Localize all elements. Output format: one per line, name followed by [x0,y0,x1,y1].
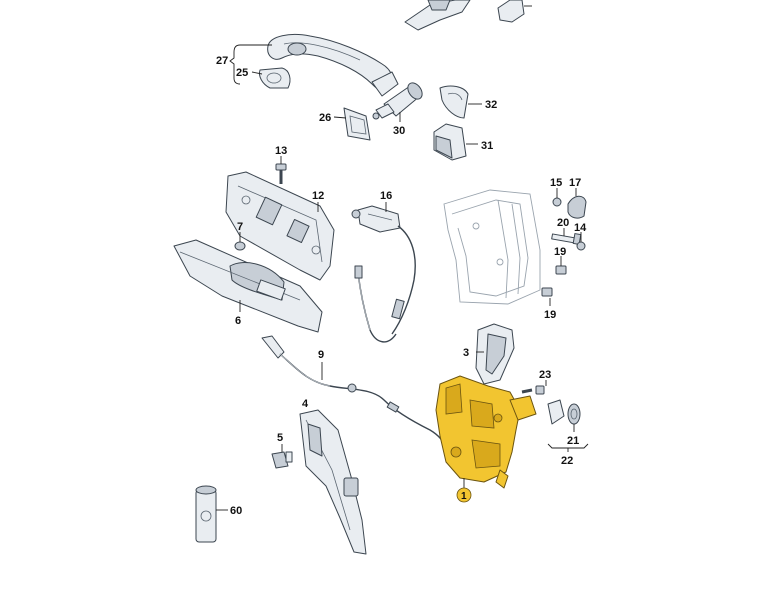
interior-handle-part [173,239,323,333]
callout-1: 1 [456,478,472,503]
callout-60: 60 [230,505,242,517]
callout-label-16: 16 [380,190,392,202]
callout-13: 13 [275,145,287,157]
callout-label-6: 6 [235,315,241,327]
top-partial-part-left [404,0,471,31]
callout-label-25: 25 [236,67,248,79]
screw-23-part [521,380,547,395]
callout-label-15: 15 [550,177,562,189]
striker-cover-part [567,188,587,219]
exterior-door-handle-part [267,33,399,97]
handle-carrier-part [225,171,335,281]
callout-4: 4 [302,398,309,410]
release-cable-16 [354,225,416,343]
callout-21: 21 [567,424,579,447]
callout-27: 27 [216,44,272,85]
callout-17: 17 [569,177,581,189]
top-partial-part-right [497,0,532,23]
callout-label-5: 5 [277,432,283,444]
callout-32: 32 [468,99,497,111]
callout-23: 23 [539,369,551,381]
callout-22: 22 [547,443,589,467]
bowden-cable-9 [261,335,447,449]
callout-label-3: 3 [463,347,469,359]
callout-16: 16 [380,190,392,212]
clip-5-part [271,444,293,469]
callout-label-26: 26 [319,112,331,124]
callout-6: 6 [235,300,241,327]
callout-26: 26 [319,112,347,124]
seal-part [547,399,581,425]
callout-label-13: 13 [275,145,287,157]
callout-31: 31 [466,140,493,152]
callout-label-17: 17 [569,177,581,189]
lock-cover-panel-part [299,409,367,555]
bolt-19-lower [541,287,553,306]
callout-label-20: 20 [557,217,569,229]
callout-9: 9 [318,349,324,380]
washer-14-part [576,232,586,251]
callout-5: 5 [277,432,283,444]
callout-19-upper: 19 [554,246,566,258]
callout-12: 12 [312,190,324,212]
lock-bracket-part [475,323,515,385]
screw-13-part [275,156,287,184]
callout-14: 14 [574,222,587,234]
bolt-19-upper [555,256,567,275]
callout-19-lower: 19 [544,309,556,321]
callout-label-12: 12 [312,190,324,202]
lock-cylinder-part [372,82,423,120]
grease-tube-part [195,485,228,543]
callout-label-4: 4 [302,398,309,410]
callout-label-27: 27 [216,55,228,67]
callout-25: 25 [236,67,263,79]
callout-1-marker [456,487,472,503]
callout-20: 20 [557,217,569,229]
callout-label-14: 14 [574,222,587,234]
callout-30: 30 [393,112,405,137]
striker-bolt-20 [551,228,582,245]
callout-label-19-upper: 19 [554,246,566,258]
release-lever-part [351,205,401,233]
callout-label-19-lower: 19 [544,309,556,321]
clip-7-part [234,232,246,251]
cylinder-gasket-part [343,107,371,141]
lock-cover-part [433,123,467,161]
handle-gasket-part [259,67,291,89]
callout-label-22: 22 [561,455,573,467]
callout-label-60: 60 [230,505,242,517]
callout-label-23: 23 [539,369,551,381]
callout-label-32: 32 [485,99,497,111]
handle-cap-part [439,85,469,119]
callout-3: 3 [463,347,469,359]
callout-label-7: 7 [237,221,243,233]
washer-15-part [552,188,562,207]
door-body-frame [443,189,541,305]
callout-label-30: 30 [393,125,405,137]
callout-label-1: 1 [461,491,467,502]
callout-label-9: 9 [318,349,324,361]
callout-label-31: 31 [481,140,493,152]
callout-label-21: 21 [567,435,579,447]
door-lock-part-highlighted [435,375,537,489]
callout-7: 7 [237,221,243,233]
callout-15: 15 [550,177,562,189]
